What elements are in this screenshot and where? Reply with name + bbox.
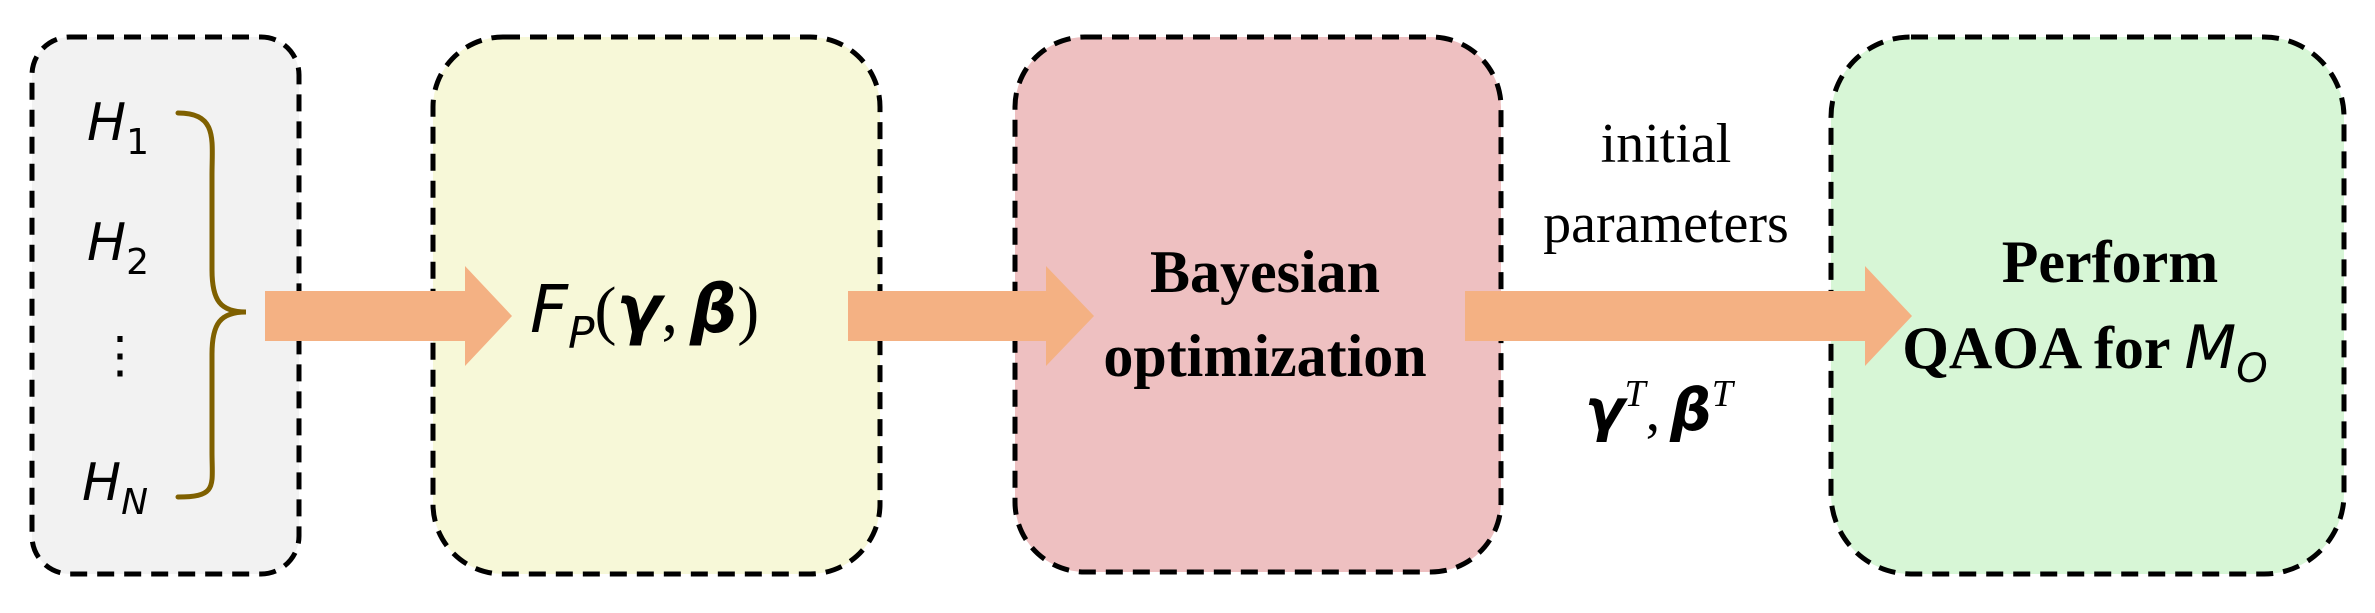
hamiltonian-box — [29, 34, 302, 577]
arrow-to-qaoa — [1465, 266, 1912, 366]
arrow-to-bayesian — [848, 266, 1094, 366]
qaoa-line1: Perform — [2002, 229, 2219, 295]
hamiltonian-2: H2 — [87, 213, 149, 283]
hamiltonian-1: H1 — [87, 93, 149, 163]
arrow-to-function — [265, 266, 512, 366]
hamiltonian-ellipsis: ⋮ — [95, 327, 145, 383]
curly-brace — [175, 110, 247, 500]
edge-label-line2: parameters — [1543, 193, 1789, 255]
bayesian-line1: Bayesian — [1150, 239, 1380, 305]
edge-label-line1: initial — [1601, 113, 1732, 175]
bayesian-line2: optimization — [1103, 323, 1426, 389]
function-label: FP(γ,β) — [530, 271, 759, 359]
edge-label-params: γT,βT — [1585, 373, 1736, 444]
function-box — [430, 34, 883, 577]
qaoa-line2: QAOA for MO — [1902, 313, 2267, 392]
qaoa-box — [1828, 34, 2347, 577]
hamiltonian-n: HN — [82, 453, 148, 523]
